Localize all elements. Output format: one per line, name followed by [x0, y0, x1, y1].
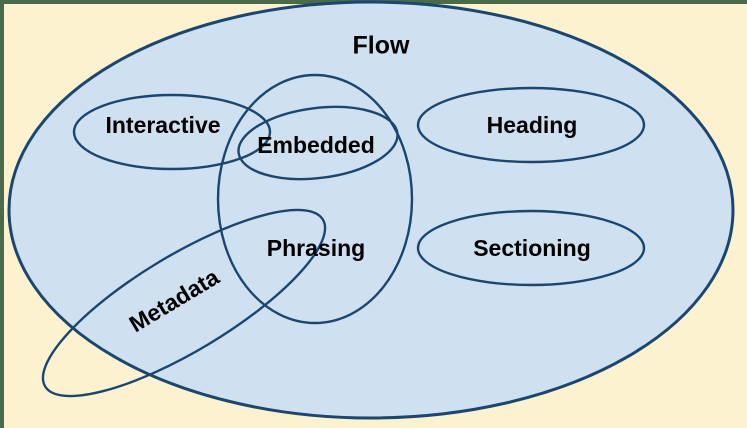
set-heading[interactable]	[416, 86, 646, 164]
set-interactive-ellipse[interactable]	[72, 93, 272, 171]
set-phrasing-ellipse[interactable]	[216, 73, 414, 325]
left-edge-strip	[0, 0, 4, 428]
set-metadata[interactable]	[20, 178, 347, 427]
set-interactive[interactable]	[72, 93, 272, 171]
set-metadata-ellipse[interactable]	[20, 178, 347, 427]
set-sectioning-label: Sectioning	[473, 235, 591, 261]
set-sectioning[interactable]	[416, 209, 646, 287]
set-phrasing-label: Phrasing	[267, 235, 365, 261]
set-heading-label: Heading	[487, 112, 578, 138]
set-flow-ellipse[interactable]	[7, 0, 735, 420]
set-heading-ellipse[interactable]	[416, 86, 646, 164]
set-interactive-label: Interactive	[105, 112, 220, 138]
set-embedded-label: Embedded	[257, 132, 375, 158]
set-flow[interactable]: Flow	[7, 0, 735, 420]
set-sectioning-ellipse[interactable]	[416, 209, 646, 287]
set-phrasing[interactable]	[216, 73, 414, 325]
set-flow-label: Flow	[353, 32, 410, 60]
